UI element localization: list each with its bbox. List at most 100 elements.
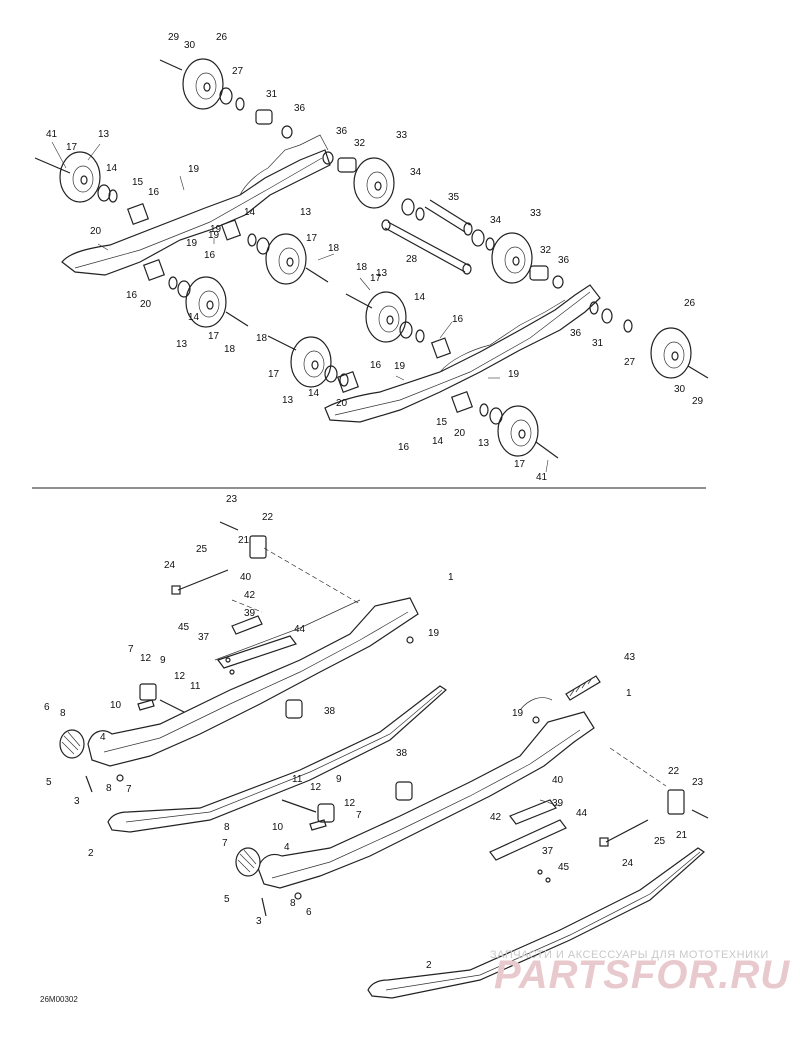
upper-callout-41: 41 [536,472,548,483]
lower-callout-6: 6 [44,702,50,713]
upper-callout-36: 36 [570,328,582,339]
lower-callout-8: 8 [224,822,230,833]
upper-callout-14: 14 [188,312,200,323]
upper-callout-29: 29 [168,32,180,43]
upper-callout-32: 32 [354,138,366,149]
spring-43 [565,675,601,701]
idler-wheel-13-e [290,336,332,388]
lower-callout-8: 8 [290,898,296,909]
lower-callout-2: 2 [88,848,94,859]
upper-callout-27: 27 [232,66,244,77]
upper-callout-16: 16 [452,314,464,325]
lower-callout-6: 6 [306,907,312,918]
upper-callout-17: 17 [370,273,382,284]
upper-callout-15: 15 [132,177,144,188]
spacer-tube-35 [424,199,473,236]
upper-callout-34: 34 [490,215,502,226]
upper-callout-14: 14 [244,207,256,218]
upper-callout-17: 17 [208,331,220,342]
left-slider-2 [107,685,447,833]
upper-callout-18: 18 [356,262,368,273]
upper-callout-20: 20 [336,398,348,409]
lower-callout-44: 44 [576,808,588,819]
watermark-tagline: ЗАПЧАСТИ И АКСЕССУАРЫ ДЛЯ МОТОТЕХНИКИ [490,949,769,961]
end-bumpers-5 [59,729,261,877]
upper-callout-31: 31 [592,338,604,349]
lower-callout-9: 9 [336,774,342,785]
upper-callout-18: 18 [256,333,268,344]
lower-callout-24: 24 [622,858,634,869]
lower-callout-5: 5 [224,894,230,905]
lower-callout-12: 12 [140,653,152,664]
upper-callout-36: 36 [558,255,570,266]
lower-callout-38: 38 [396,748,408,759]
upper-leaders [51,141,549,473]
upper-callout-19: 19 [208,230,220,241]
idler-wheel-26-top [182,58,224,110]
right-rail-frame-1 [257,711,595,889]
lower-callout-39: 39 [244,608,256,619]
lower-callout-4: 4 [100,732,106,743]
upper-callout-20: 20 [90,226,102,237]
upper-callout-16: 16 [148,187,160,198]
idler-wheel-13-d [365,291,407,343]
lower-callout-7: 7 [356,810,362,821]
lower-callout-7: 7 [128,644,134,655]
lower-callout-2: 2 [426,960,432,971]
idler-wheel-13-c [185,276,227,328]
lower-callout-24: 24 [164,560,176,571]
upper-callout-31: 31 [266,89,278,100]
idler-wheel-13-a [59,151,101,203]
upper-callout-35: 35 [448,192,460,203]
upper-callout-17: 17 [66,142,78,153]
upper-callout-17: 17 [268,369,280,380]
lower-callout-7: 7 [126,784,132,795]
upper-callout-30: 30 [674,384,686,395]
upper-callout-19: 19 [394,361,406,372]
upper-right-rail [324,284,601,423]
shaft-blocks-22 [249,535,685,815]
lower-callout-7: 7 [222,838,228,849]
upper-callout-13: 13 [98,129,110,140]
upper-callout-27: 27 [624,357,636,368]
upper-callout-19: 19 [188,164,200,175]
idler-wheel-33-lower [491,232,533,284]
lower-callout-21: 21 [238,535,250,546]
upper-callout-14: 14 [308,388,320,399]
lower-callout-5: 5 [46,777,52,788]
upper-callout-15: 15 [436,417,448,428]
plates-39-44 [217,615,567,861]
left-rail-frame-1 [87,597,419,767]
upper-callout-17: 17 [514,459,526,470]
idler-wheel-26-right [650,327,692,379]
upper-callout-26: 26 [684,298,696,309]
lower-callout-37: 37 [198,632,210,643]
upper-callout-16: 16 [126,290,138,301]
drawing-code: 26M00302 [40,995,78,1004]
lower-assembly [59,521,709,999]
upper-callout-36: 36 [336,126,348,137]
lower-callout-38: 38 [324,706,336,717]
lower-callout-10: 10 [272,822,284,833]
upper-callout-26: 26 [216,32,228,43]
upper-callout-29: 29 [692,396,704,407]
lower-callout-3: 3 [256,916,262,927]
idler-wheel-13-f [497,405,539,457]
lower-callout-22: 22 [262,512,274,523]
upper-callout-13: 13 [176,339,188,350]
idler-wheel-13-b [265,233,307,285]
lower-callout-12: 12 [310,782,322,793]
lower-callout-43: 43 [624,652,636,663]
lower-callout-12: 12 [344,798,356,809]
upper-callout-34: 34 [410,167,422,178]
upper-left-rail [61,149,331,276]
upper-callout-14: 14 [414,292,426,303]
upper-callout-16: 16 [204,250,216,261]
upper-callout-19: 19 [508,369,520,380]
lower-callout-44: 44 [294,624,306,635]
upper-callout-13: 13 [300,207,312,218]
upper-callout-20: 20 [454,428,466,439]
upper-callout-14: 14 [432,436,444,447]
axle-28 [381,219,472,275]
